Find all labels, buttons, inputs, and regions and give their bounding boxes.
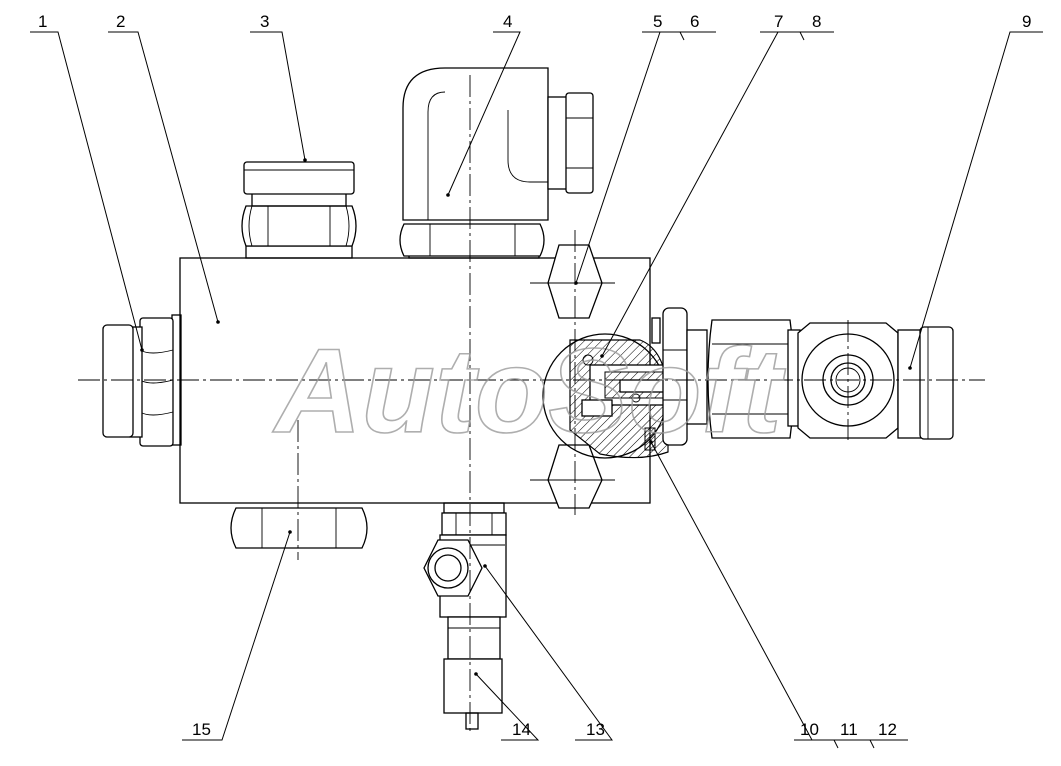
label-12: 12 — [878, 720, 897, 739]
valve-cross-section — [542, 317, 676, 459]
watermark: AutoSoft — [272, 324, 787, 458]
label-11: 11 — [840, 720, 858, 739]
label-13: 13 — [586, 720, 605, 739]
label-7: 7 — [774, 12, 783, 31]
leader-dots — [140, 158, 912, 676]
left-fitting — [102, 314, 182, 447]
leader-lines — [30, 31, 1043, 749]
elbow-connector — [399, 67, 594, 259]
bottom-hex-nut — [230, 507, 368, 549]
label-6: 6 — [690, 12, 699, 31]
label-2: 2 — [116, 12, 125, 31]
label-14: 14 — [512, 720, 531, 739]
label-4: 4 — [503, 12, 512, 31]
bottom-valve-assembly — [423, 502, 507, 730]
label-5: 5 — [653, 12, 662, 31]
label-8: 8 — [812, 12, 821, 31]
label-1: 1 — [38, 12, 47, 31]
label-15: 15 — [192, 720, 211, 739]
label-10: 10 — [800, 720, 819, 739]
label-9: 9 — [1022, 12, 1031, 31]
part-numbers: 1 2 3 4 5 6 7 8 9 15 14 13 10 11 12 — [38, 12, 1031, 739]
top-fitting — [241, 161, 357, 259]
label-3: 3 — [260, 12, 269, 31]
center-lines — [78, 75, 985, 735]
